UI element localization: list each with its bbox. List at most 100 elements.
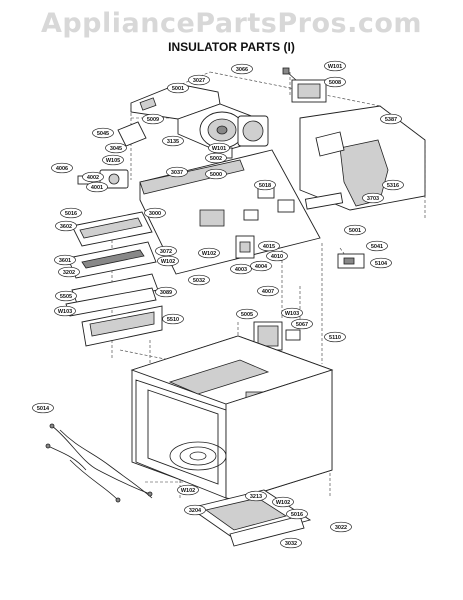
callout-3072: 3072: [155, 245, 177, 257]
callout-label: 5016: [291, 512, 303, 518]
callout-5008: 5008: [324, 76, 346, 88]
callout-label: 4002: [87, 175, 99, 181]
callout-label: 3602: [60, 224, 72, 230]
air-duct: [299, 105, 426, 211]
callout-label: 3066: [236, 67, 248, 73]
callout-label: 3032: [285, 541, 297, 547]
callout-4001: 4001: [86, 181, 108, 193]
callout-label: 3089: [160, 290, 172, 296]
callout-w103: W103: [281, 307, 303, 319]
callout-w105: W105: [102, 154, 124, 166]
fan-motor: [199, 111, 269, 159]
callout-label: 5110: [329, 335, 341, 341]
oven-cavity: [130, 335, 334, 501]
wire-harness: [45, 423, 153, 503]
callout-label: 4001: [91, 185, 103, 191]
callout-3204: 3204: [184, 504, 206, 516]
callout-5045: 5045: [92, 127, 114, 139]
callout-4007: 4007: [257, 285, 279, 297]
callout-label: 5009: [147, 117, 159, 123]
callout-label: 3045: [110, 146, 122, 152]
callout-5067: 5067: [291, 318, 313, 330]
callout-label: 3703: [367, 196, 379, 202]
callout-w102: W102: [157, 255, 179, 267]
callout-label: 4003: [235, 267, 247, 273]
callout-w102: W102: [198, 247, 220, 259]
left-stack: [65, 211, 163, 347]
callout-label: 4010: [271, 254, 283, 260]
callout-label: W102: [161, 259, 175, 265]
callout-w103: W103: [54, 305, 76, 317]
callout-5041: 5041: [366, 240, 388, 252]
callout-label: 5387: [385, 117, 397, 123]
callout-4015: 4015: [258, 240, 280, 252]
callout-5104: 5104: [370, 257, 392, 269]
callout-3027: 3027: [188, 74, 210, 86]
callout-4006: 4006: [51, 162, 73, 174]
callout-label: W105: [106, 158, 120, 164]
callout-label: W103: [58, 309, 72, 315]
transformer: [282, 67, 327, 103]
callout-label: 5505: [60, 294, 72, 300]
callout-5001: 5001: [344, 224, 366, 236]
callout-label: W101: [212, 146, 226, 152]
callout-label: 3601: [59, 258, 71, 264]
callout-label: 4015: [263, 244, 275, 250]
callout-label: W102: [276, 500, 290, 506]
callout-label: W101: [328, 64, 342, 70]
callout-label: 5005: [241, 312, 253, 318]
callout-3135: 3135: [162, 135, 184, 147]
callout-label: 5001: [349, 228, 361, 234]
callout-5032: 5032: [188, 274, 210, 286]
callout-5009: 5009: [142, 113, 164, 125]
callout-3602: 3602: [55, 220, 77, 232]
callout-label: W102: [181, 488, 195, 494]
callout-label: 5008: [329, 80, 341, 86]
callout-label: 4006: [56, 166, 68, 172]
page-title: INSULATOR PARTS (I): [168, 40, 295, 54]
callout-4003: 4003: [230, 263, 252, 275]
callout-5002: 5002: [205, 152, 227, 164]
callout-label: 3027: [193, 78, 205, 84]
callout-label: 5316: [387, 183, 399, 189]
callout-w101: W101: [324, 60, 346, 72]
callout-5510: 5510: [162, 313, 184, 325]
callout-w101: W101: [208, 142, 230, 154]
callout-5505: 5505: [55, 290, 77, 302]
callout-5005: 5005: [236, 308, 258, 320]
callout-label: 5014: [37, 406, 50, 412]
callout-label: 5045: [97, 131, 109, 137]
callout-label: 3037: [171, 170, 183, 176]
callout-5018: 5018: [254, 179, 276, 191]
callout-3703: 3703: [362, 192, 384, 204]
magnetron: [253, 321, 301, 351]
callout-5016: 5016: [60, 207, 82, 219]
callout-label: 3135: [167, 139, 179, 145]
callout-3045: 3045: [105, 142, 127, 154]
callout-label: 5104: [375, 261, 388, 267]
callout-3089: 3089: [155, 286, 177, 298]
callout-3037: 3037: [166, 166, 188, 178]
callout-label: 3000: [149, 211, 161, 217]
callout-w102: W102: [177, 484, 199, 496]
callout-label: 5000: [210, 172, 222, 178]
callout-5387: 5387: [380, 113, 402, 125]
callout-label: 4007: [262, 289, 274, 295]
callout-3601: 3601: [54, 254, 76, 266]
callout-3202: 3202: [58, 266, 80, 278]
callout-5000: 5000: [205, 168, 227, 180]
callout-label: 5018: [259, 183, 271, 189]
callout-label: W102: [202, 251, 216, 257]
callout-5016: 5016: [286, 508, 308, 520]
callout-group: W101 5008 3066 3027 5001 5009 5045 3135 3045W105…: [32, 60, 404, 549]
callout-3032: 3032: [280, 537, 302, 549]
callout-label: 5002: [210, 156, 222, 162]
callout-label: 5041: [371, 244, 383, 250]
callout-label: 3204: [189, 508, 202, 514]
callout-4010: 4010: [266, 250, 288, 262]
callout-5001: 5001: [167, 82, 189, 94]
callout-label: W103: [285, 311, 299, 317]
callout-label: 3022: [335, 525, 347, 531]
callout-3066: 3066: [231, 63, 253, 75]
